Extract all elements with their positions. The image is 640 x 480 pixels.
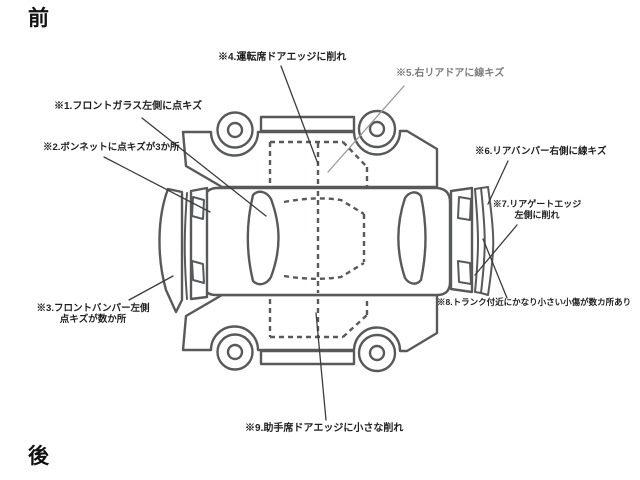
wheel-hub-icon — [226, 121, 244, 139]
windshield — [246, 190, 280, 286]
headlight-icon — [191, 196, 205, 220]
annotation-9-passenger-door-edge: ※9.助手席ドアエッジに小さな削れ — [245, 423, 404, 434]
front-grille-line — [183, 192, 188, 300]
leader-line-4 — [280, 65, 319, 165]
taillight-icon — [457, 260, 472, 285]
leader-line-9 — [315, 312, 327, 421]
side-body — [181, 293, 439, 353]
leader-line-8 — [482, 238, 508, 299]
rear-bumper — [480, 186, 495, 296]
leader-line-6 — [487, 160, 509, 205]
rear-view — [449, 186, 495, 296]
rocker-panel — [259, 115, 356, 133]
side-view-bottom — [181, 293, 439, 373]
taillight-icon — [457, 196, 472, 221]
leader-line-2 — [103, 156, 211, 213]
front-bumper — [158, 187, 184, 314]
annotation-6-rear-bumper: ※6.リアバンパー右側に線キズ — [475, 146, 607, 157]
annotation-3-line2: 点キズが数か所 — [59, 314, 127, 326]
annotation-3-line1: ※3.フロントバンパー左側 — [36, 303, 150, 314]
leader-line-3 — [128, 275, 174, 301]
annotation-7-rear-gate-edge: ※7.リアゲートエッジ 左側に削れ — [492, 199, 582, 221]
annotation-3-front-bumper: ※3.フロントバンパー左側 点キズが数か所 — [36, 303, 150, 326]
front-view — [158, 186, 209, 314]
annotation-8-trunk: ※8.トランク付近にかなり小さい小傷が数カ所あり — [437, 297, 632, 307]
rear-orientation-label: 後 — [28, 445, 49, 468]
wheel-hub-icon — [226, 343, 244, 361]
annotation-4-driver-door-edge: ※4.運転席ドアエッジに削れ — [218, 52, 347, 63]
leader-line-5 — [327, 85, 405, 173]
leader-line-7 — [474, 224, 518, 276]
leader-lines — [103, 65, 518, 421]
rocker-panel — [259, 349, 356, 366]
annotation-2-bonnet: ※2.ボンネットに点キズが3か所 — [43, 142, 180, 153]
side-view-top — [181, 109, 439, 189]
annotation-1-front-glass: ※1.フロントガラス左側に点キズ — [54, 101, 203, 112]
annotation-7-line2: 左側に削れ — [514, 209, 560, 220]
side-body — [181, 129, 439, 189]
rear-window — [397, 191, 427, 285]
headlight-icon — [191, 260, 205, 284]
leader-line-1 — [141, 117, 267, 217]
front-orientation-label: 前 — [28, 7, 49, 30]
wheel-hub-icon — [368, 344, 386, 362]
wheel-hub-icon — [368, 120, 386, 138]
annotation-5-right-rear-door: ※5.右リアドアに線キズ — [396, 68, 505, 79]
annotation-7-line1: ※7.リアゲートエッジ — [492, 199, 582, 209]
top-view — [201, 186, 452, 297]
door-projection-dashed-lines — [268, 140, 369, 339]
